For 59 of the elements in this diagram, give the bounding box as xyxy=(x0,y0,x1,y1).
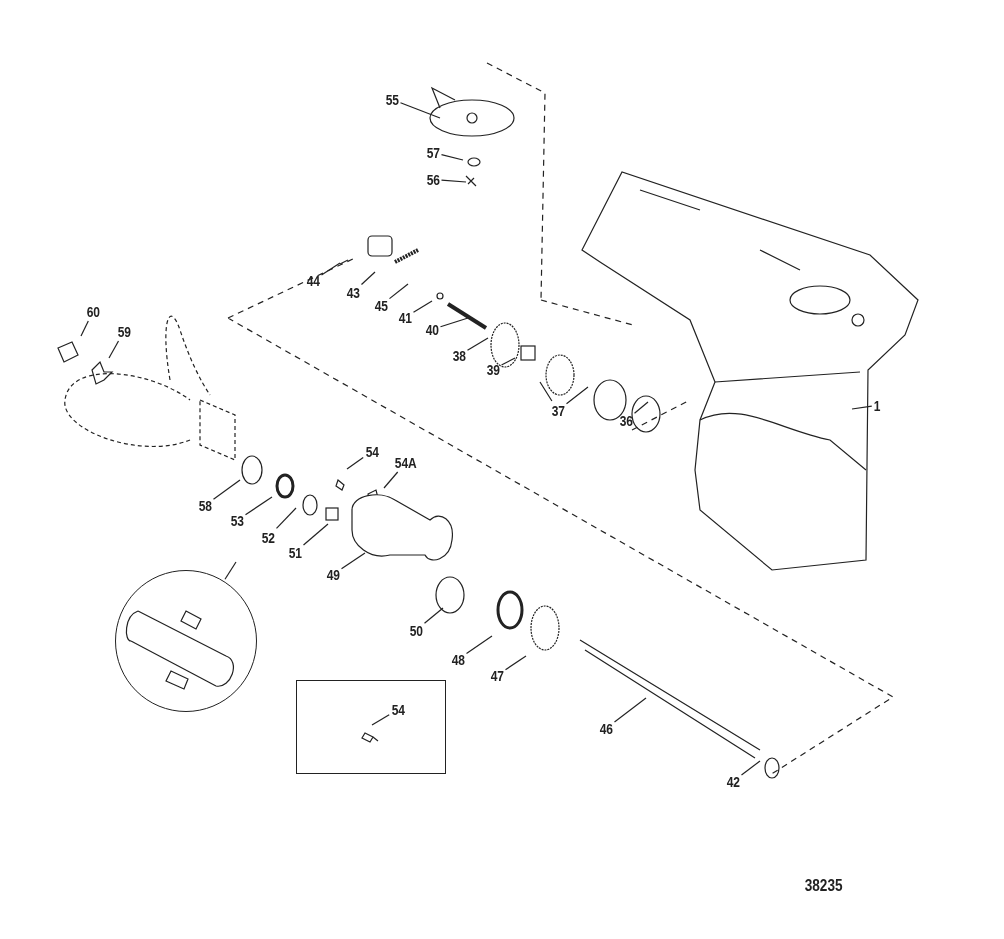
callout-number: 40 xyxy=(425,322,439,337)
leader-line xyxy=(740,760,761,776)
callout-number: 41 xyxy=(398,310,412,325)
callout-number: 37 xyxy=(551,403,565,418)
inset-box xyxy=(296,680,446,774)
leader-line xyxy=(440,154,464,161)
leader-line xyxy=(439,317,469,328)
callout-number: 56 xyxy=(426,172,440,187)
leader-line xyxy=(302,523,329,546)
leader-line xyxy=(423,607,444,624)
callout-number: 38 xyxy=(452,348,466,363)
leader-line xyxy=(388,283,409,300)
callout-number: 57 xyxy=(426,145,440,160)
leader-line xyxy=(851,405,873,410)
leader-line xyxy=(465,635,493,655)
callout-number: 44 xyxy=(306,273,320,288)
leader-line xyxy=(212,479,241,500)
leader-line xyxy=(371,714,390,726)
callout-number: 49 xyxy=(326,567,340,582)
leader-line xyxy=(466,337,489,351)
leader-line xyxy=(383,471,399,489)
leader-line xyxy=(108,340,120,359)
drawing-number: 38235 xyxy=(804,878,843,893)
callout-number: 53 xyxy=(230,513,244,528)
leader-line xyxy=(504,655,527,671)
leader-line xyxy=(346,457,364,470)
callout-number: 48 xyxy=(451,652,465,667)
callout-number: 54 xyxy=(391,702,405,717)
callout-number: 54 xyxy=(365,444,379,459)
callout-number: 59 xyxy=(117,324,131,339)
leader-line xyxy=(244,496,273,516)
leader-line xyxy=(80,320,89,337)
callout-number: 39 xyxy=(486,362,500,377)
leader-line xyxy=(539,381,589,405)
leader-line xyxy=(224,561,237,580)
leader-line xyxy=(613,697,647,723)
leader-line xyxy=(440,179,467,183)
callout-number: 43 xyxy=(346,285,360,300)
leader-line xyxy=(320,262,341,276)
callout-number: 58 xyxy=(198,498,212,513)
callout-number: 60 xyxy=(86,304,100,319)
leader-line xyxy=(633,401,649,414)
callout-number: 54A xyxy=(394,455,417,470)
callout-number: 45 xyxy=(374,298,388,313)
leader-line xyxy=(360,271,376,286)
callout-number: 55 xyxy=(385,92,399,107)
callout-number: 52 xyxy=(261,530,275,545)
callout-number: 50 xyxy=(409,623,423,638)
callout-number: 1 xyxy=(873,398,881,413)
callout-number: 42 xyxy=(726,774,740,789)
callout-number: 46 xyxy=(599,721,613,736)
leader-line xyxy=(500,357,516,366)
leader-line xyxy=(412,300,433,313)
leader-line xyxy=(275,507,297,529)
callout-number: 36 xyxy=(619,413,633,428)
callout-number: 47 xyxy=(490,668,504,683)
callout-number: 51 xyxy=(288,545,302,560)
leader-line xyxy=(340,552,366,570)
leader-line xyxy=(399,102,441,119)
